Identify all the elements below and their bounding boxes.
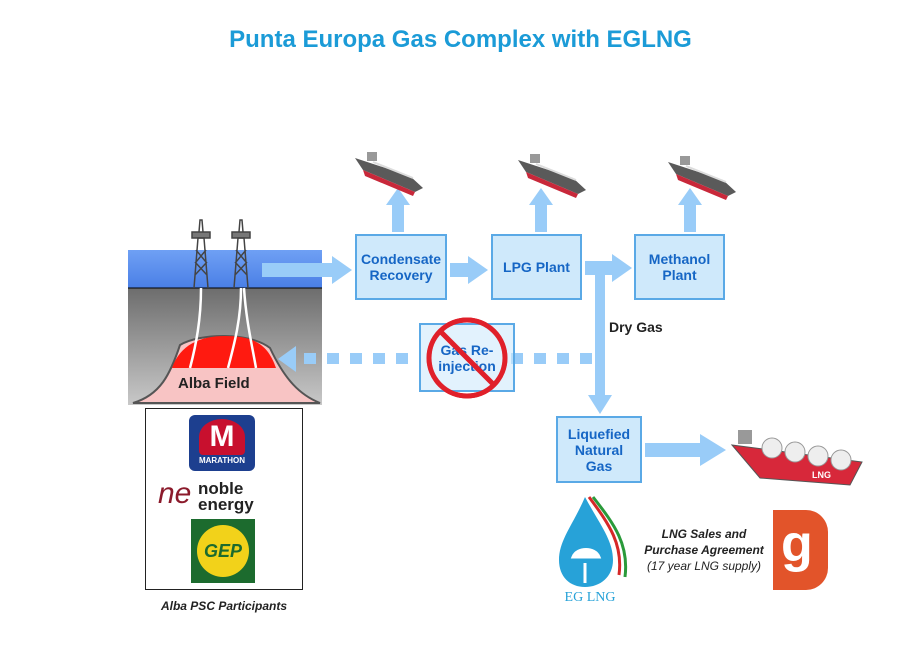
agreement-line-3: (17 year LNG supply) bbox=[646, 559, 762, 573]
marathon-logo: M MARATHON bbox=[189, 415, 255, 471]
lpg-plant-box: LPG Plant bbox=[491, 234, 582, 300]
eglng-logo: EG LNG bbox=[555, 495, 635, 607]
lpg-ship-icon bbox=[517, 153, 587, 199]
flow-arrows bbox=[262, 188, 726, 466]
condensate-recovery-box: Condensate Recovery bbox=[355, 234, 447, 300]
dotted-arrow-reinjection bbox=[278, 346, 592, 372]
partners-box: M MARATHON ne noble energy GEP bbox=[145, 408, 303, 590]
lng-ship-icon bbox=[730, 430, 863, 486]
arrow-methanol-to-ship bbox=[678, 188, 702, 232]
alba-field-label: Alba Field bbox=[178, 375, 250, 392]
methanol-plant-box: Methanol Plant bbox=[634, 234, 725, 300]
arrow-condensate-to-ship bbox=[386, 188, 410, 232]
arrow-lng-to-ship bbox=[645, 434, 726, 466]
agreement-line-1: LNG Sales and bbox=[661, 527, 747, 541]
arrow-field-to-condensate bbox=[262, 256, 352, 284]
dry-gas-label: Dry Gas bbox=[609, 319, 663, 335]
page-title: Punta Europa Gas Complex with EGLNG bbox=[229, 26, 692, 53]
arrow-lpg-to-methanol bbox=[585, 254, 632, 282]
noble-energy-logo: ne noble energy bbox=[158, 477, 254, 514]
methanol-ship-icon bbox=[667, 155, 737, 201]
partners-caption: Alba PSC Participants bbox=[160, 599, 288, 613]
oil-rig-icon bbox=[191, 219, 251, 289]
agreement-line-2: Purchase Agreement bbox=[644, 543, 764, 557]
lng-box: Liquefied Natural Gas bbox=[556, 416, 642, 483]
gas-reinjection-box: Gas Re-injection bbox=[419, 323, 515, 392]
arrow-dry-gas-to-lng bbox=[588, 268, 612, 414]
arrow-condensate-to-lpg bbox=[450, 256, 488, 284]
gep-logo: GEP bbox=[191, 519, 255, 583]
bg-group-logo: g bbox=[773, 510, 828, 590]
arrow-lpg-to-ship bbox=[529, 188, 553, 232]
condensate-ship-icon bbox=[354, 151, 424, 197]
agreement-text: LNG Sales and Purchase Agreement (17 yea… bbox=[634, 526, 774, 574]
